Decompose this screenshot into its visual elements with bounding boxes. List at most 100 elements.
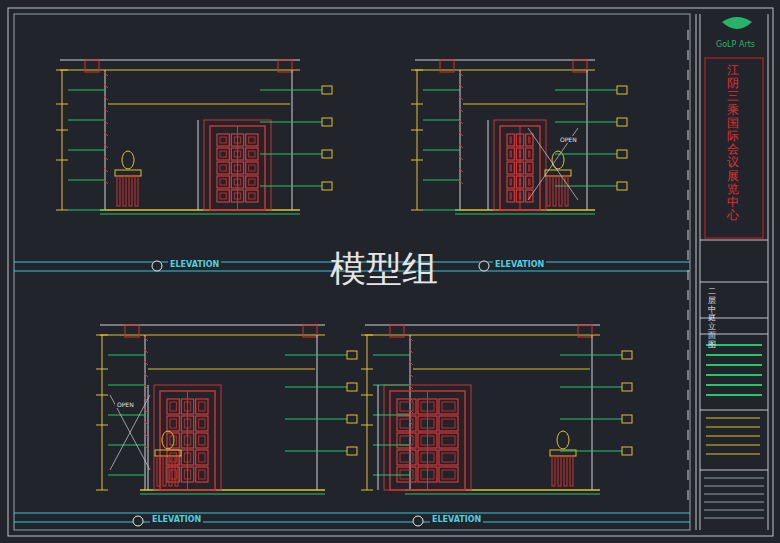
cad-line	[704, 518, 764, 519]
cad-line	[56, 160, 68, 161]
cad-line	[361, 395, 373, 396]
cad-line	[260, 154, 322, 155]
cad-line	[688, 230, 689, 240]
cad-line	[285, 451, 347, 452]
cad-line	[688, 410, 689, 420]
cad-line	[704, 502, 764, 503]
elevation-title: ELEVATION	[168, 260, 221, 269]
cad-line	[104, 168, 108, 172]
cad-line	[285, 355, 347, 356]
urn-symbol	[122, 151, 134, 169]
cad-rect	[565, 176, 568, 206]
cad-line	[411, 210, 423, 211]
cad-line	[688, 170, 689, 180]
cad-rect	[196, 416, 208, 431]
cad-rect	[573, 60, 587, 72]
cad-rect	[526, 176, 533, 188]
cad-line	[56, 210, 68, 211]
cad-line	[285, 419, 347, 420]
cad-rect	[526, 162, 533, 174]
urn-symbol	[162, 431, 174, 449]
cad-line	[459, 180, 463, 184]
cad-line	[528, 128, 578, 200]
cad-line	[555, 154, 617, 155]
cad-line	[700, 282, 768, 283]
elevation-bubble	[413, 516, 423, 526]
cad-line	[373, 415, 410, 416]
cad-line	[108, 475, 145, 476]
cad-rect	[204, 120, 271, 210]
cad-line	[460, 70, 461, 210]
cad-rect	[199, 453, 205, 462]
cad-line	[68, 120, 105, 121]
cad-rect	[507, 176, 514, 188]
cad-line	[198, 120, 199, 210]
cad-rect	[705, 58, 763, 238]
cad-rect	[397, 399, 416, 414]
cad-line	[688, 490, 689, 500]
cad-line	[405, 494, 600, 495]
cad-line	[285, 387, 347, 388]
cad-rect	[246, 162, 258, 174]
cad-rect	[494, 120, 546, 210]
cad-rect	[196, 433, 208, 448]
cad-line	[688, 270, 689, 280]
cad-line	[145, 335, 146, 490]
cad-line	[108, 445, 145, 446]
cad-line	[459, 120, 463, 124]
cad-line	[688, 30, 689, 40]
cad-rect	[397, 433, 416, 448]
cad-line	[317, 335, 318, 490]
cad-line	[411, 70, 423, 71]
cad-rect	[155, 450, 181, 456]
cad-line	[706, 454, 760, 455]
cad-rect	[510, 151, 511, 157]
cad-line	[144, 337, 148, 341]
cad-rect	[397, 416, 416, 431]
cad-line	[688, 250, 689, 260]
cad-rect	[558, 456, 561, 486]
cad-rect	[622, 447, 632, 455]
cad-line	[688, 70, 689, 80]
cad-rect	[442, 402, 455, 411]
cad-line	[361, 425, 373, 426]
cad-line	[110, 395, 150, 470]
cad-line	[688, 390, 689, 400]
cad-line	[704, 510, 764, 511]
cad-rect	[439, 433, 458, 448]
cad-line	[555, 122, 617, 123]
elevation-bubble	[152, 261, 162, 271]
cad-rect	[510, 179, 511, 185]
cad-rect	[217, 148, 229, 160]
cad-line	[587, 70, 588, 210]
cad-rect	[507, 148, 514, 160]
cad-line	[706, 394, 762, 396]
cad-line	[108, 385, 145, 386]
cad-rect	[347, 415, 357, 423]
open-note: OPEN	[558, 136, 579, 143]
cad-line	[688, 190, 689, 200]
cad-line	[108, 104, 290, 105]
cad-rect	[507, 190, 514, 202]
cad-rect	[322, 86, 332, 94]
cad-line	[365, 335, 600, 336]
cad-line	[108, 355, 145, 356]
cad-rect	[220, 193, 226, 199]
cad-rect	[196, 467, 208, 482]
cad-line	[423, 120, 460, 121]
cad-line	[463, 104, 585, 105]
cad-rect	[622, 351, 632, 359]
cad-rect	[196, 450, 208, 465]
cad-rect	[220, 151, 226, 157]
cad-line	[260, 90, 322, 91]
cad-line	[68, 210, 105, 211]
elevation-title: ELEVATION	[493, 260, 546, 269]
open-note: OPEN	[115, 401, 136, 408]
cad-rect	[547, 176, 550, 206]
cad-rect	[507, 134, 514, 146]
cad-rect	[129, 176, 132, 206]
cad-line	[688, 370, 689, 380]
cad-line	[688, 150, 689, 160]
cad-line	[14, 513, 690, 514]
